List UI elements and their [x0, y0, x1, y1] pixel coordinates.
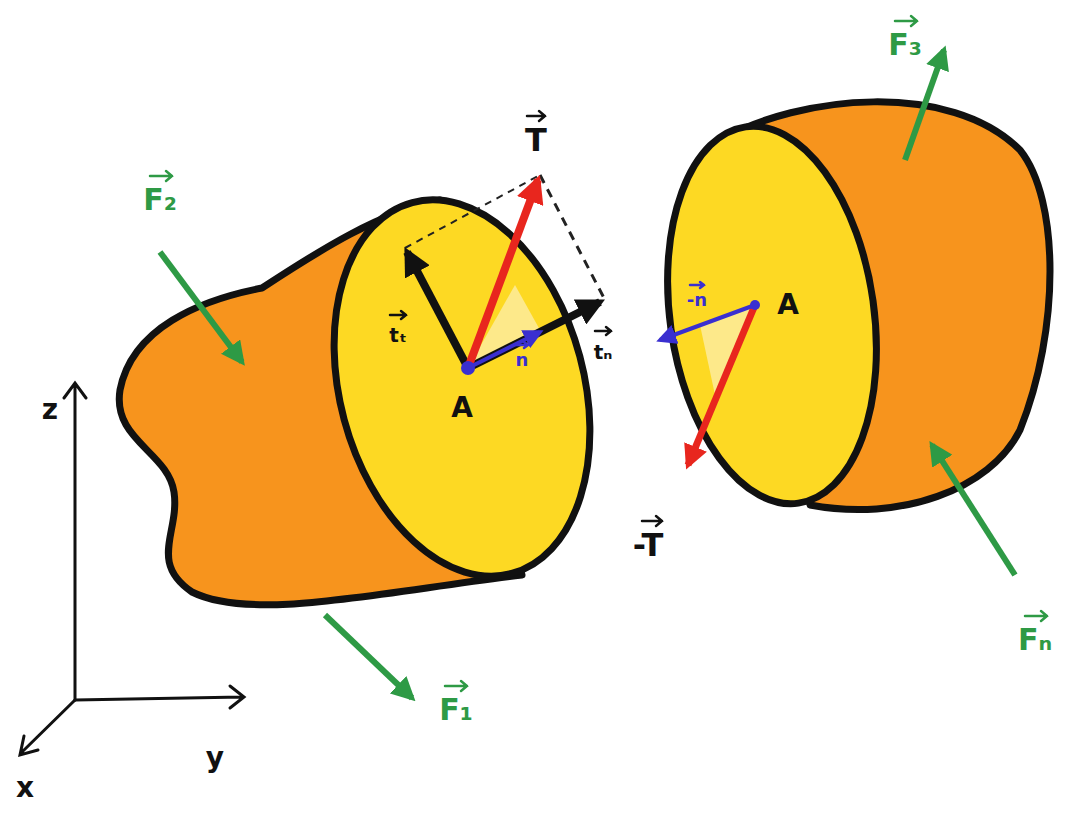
force-label: F₃: [888, 30, 922, 60]
axis-label: z: [42, 396, 58, 424]
force-label: Fₙ: [1018, 625, 1052, 655]
axis-label: x: [16, 774, 34, 802]
axis-label: y: [206, 744, 224, 772]
vector-label: T: [525, 124, 547, 156]
force-arrow: [160, 252, 242, 362]
angle-patch: [468, 285, 540, 368]
right-cut-face: [645, 113, 900, 518]
force-label: F₂: [143, 185, 177, 215]
left-cut-face: [294, 171, 629, 605]
force-arrow: [325, 615, 412, 698]
normal-vector: [660, 305, 755, 340]
point-label: A: [451, 394, 473, 422]
normal-vector: [468, 332, 540, 368]
vector-label: tₙ: [594, 342, 613, 362]
tangential-vector: [407, 252, 468, 368]
axes: [20, 383, 244, 755]
force-label: F₁: [439, 695, 473, 725]
vector-label: -n: [687, 291, 707, 309]
point-label: A: [777, 291, 799, 319]
vector-label: tₜ: [389, 325, 406, 345]
vector-label: -T: [633, 529, 663, 561]
force-arrow: [905, 50, 944, 160]
point-dot: [750, 300, 760, 310]
force-arrow: [932, 445, 1015, 575]
point-dot: [461, 361, 475, 375]
dashed-line: [540, 175, 605, 300]
traction-vector: [688, 305, 755, 465]
vector-label: n: [516, 351, 529, 369]
vector-overbar: [150, 16, 1047, 691]
